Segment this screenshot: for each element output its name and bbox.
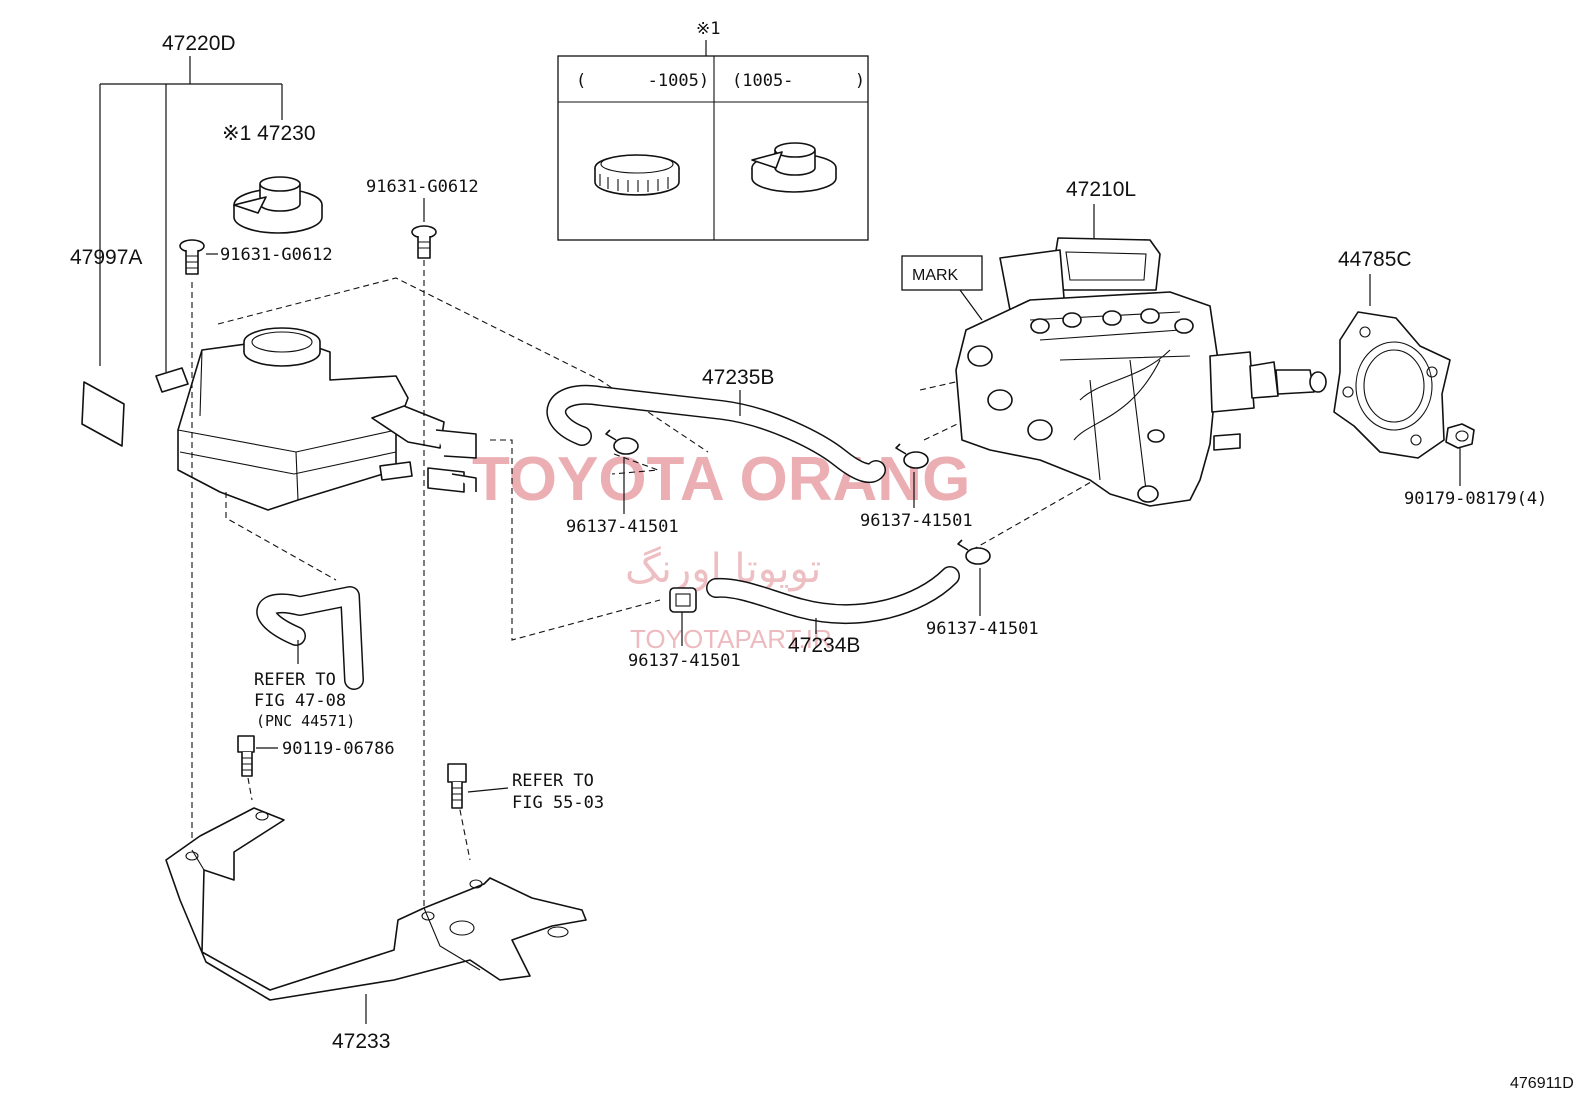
label-44785C: 44785C — [1338, 248, 1412, 271]
reservoir-cap-icon — [233, 176, 323, 234]
mark-label: MARK — [912, 267, 959, 284]
figure-id: 476911D — [1510, 1075, 1574, 1092]
bolt-icon — [237, 735, 255, 777]
label-47997A: 47997A — [70, 246, 142, 269]
clip-icon — [957, 539, 991, 565]
bolt-icon — [411, 225, 437, 259]
label-47233: 47233 — [332, 1030, 390, 1053]
label-90119: 90119-06786 — [282, 739, 395, 759]
refer1-line2: FIG 47-08 — [254, 691, 346, 711]
nut-icon — [1445, 423, 1475, 449]
label-47235B: 47235B — [702, 366, 774, 389]
refer1-line3: (PNC 44571) — [256, 712, 355, 730]
caution-label-icon — [81, 381, 125, 447]
clip-icon — [669, 587, 697, 613]
label-90179: 90179-08179(4) — [1404, 489, 1547, 509]
inset-note: ※1 — [696, 19, 720, 39]
inset-left-header: ( -1005) — [576, 71, 709, 91]
watermark-url: TOYOTAPART.IR — [630, 624, 832, 654]
refer1-line1: REFER TO — [254, 670, 336, 690]
hose-47235B — [546, 384, 886, 484]
bolt-icon — [447, 763, 467, 809]
label-96137-d: 96137-41501 — [628, 651, 741, 671]
label-91631-upper: 91631-G0612 — [366, 177, 479, 197]
variant-inset: ※1 ( -1005) (1005- ) — [557, 19, 869, 241]
label-47234B: 47234B — [788, 634, 860, 657]
old-reservoir-cap-icon — [594, 154, 680, 196]
label-47230: ※1 47230 — [222, 122, 316, 145]
mark-callout: MARK — [901, 255, 983, 321]
refer2-line1: REFER TO — [512, 771, 594, 791]
gasket-44785C — [1333, 311, 1451, 459]
inset-right-header: (1005- ) — [732, 71, 865, 91]
hose-47234B — [706, 566, 960, 624]
watermark-main: TOYOTA ORANG — [472, 445, 970, 514]
label-96137-a: 96137-41501 — [566, 517, 679, 537]
brake-fluid-reservoir — [155, 327, 477, 511]
new-reservoir-cap-icon — [751, 142, 837, 193]
clip-icon — [895, 443, 929, 469]
refer2-line2: FIG 55-03 — [512, 793, 604, 813]
bolt-icon — [179, 239, 205, 275]
label-96137-c: 96137-41501 — [926, 619, 1039, 639]
brake-booster-assembly — [955, 237, 1327, 507]
label-96137-b: 96137-41501 — [860, 511, 973, 531]
label-91631-left: 91631-G0612 — [220, 245, 333, 265]
bracket-47233 — [165, 807, 587, 1001]
label-47210L: 47210L — [1066, 178, 1136, 201]
clip-icon — [605, 429, 639, 455]
hose-left — [256, 586, 364, 690]
label-47220D: 47220D — [162, 32, 236, 55]
